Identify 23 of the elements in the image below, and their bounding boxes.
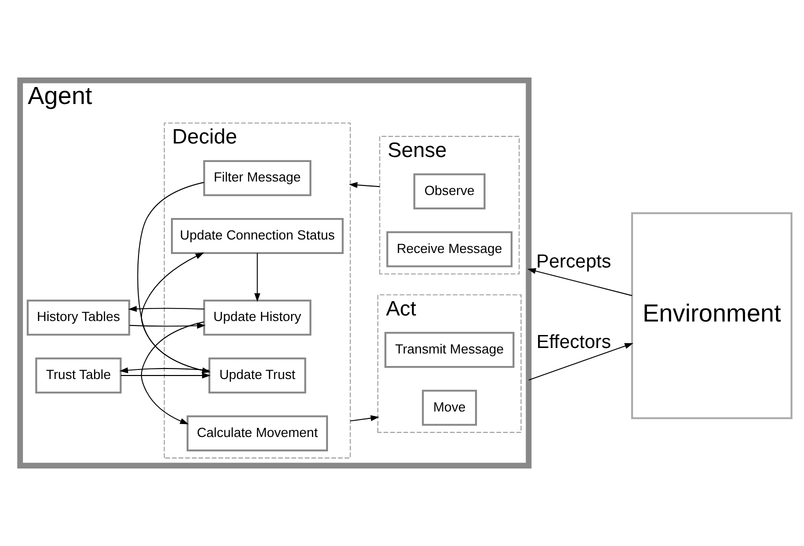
edge-label: Percepts xyxy=(536,251,612,272)
node-box: Move xyxy=(422,390,477,426)
node-box: Environment xyxy=(631,212,792,420)
node-box: Update Trust xyxy=(208,357,306,394)
arrow xyxy=(140,321,204,424)
arrow xyxy=(120,372,211,378)
node-box: Receive Message xyxy=(386,231,513,268)
arrow xyxy=(528,343,634,381)
node-box: Calculate Movement xyxy=(186,415,328,452)
node-box: Update History xyxy=(203,300,312,336)
node-box: History Tables xyxy=(26,300,130,336)
arrow xyxy=(527,268,633,296)
node-box: Trust Table xyxy=(35,357,122,394)
arrow xyxy=(128,306,205,312)
arrow xyxy=(129,322,206,329)
edge-label: Effectors xyxy=(536,332,611,353)
node-box: Update Connection Status xyxy=(170,218,344,254)
arrow xyxy=(348,182,380,188)
arrow xyxy=(350,415,380,422)
node-box: Filter Message xyxy=(203,160,312,196)
arrow xyxy=(254,252,260,302)
node-box: Observe xyxy=(413,173,486,210)
node-box: Transmit Message xyxy=(384,332,514,368)
